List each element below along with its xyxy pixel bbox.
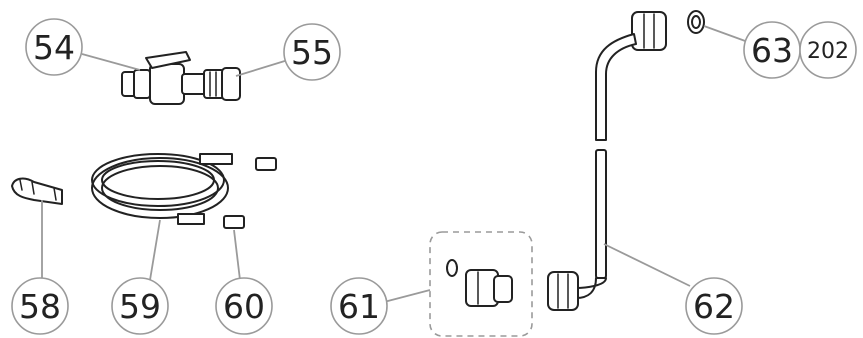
callout-63-label: 63 (751, 31, 793, 70)
leader-55 (235, 59, 289, 77)
callout-62: 62 (685, 277, 743, 335)
callout-59-label: 59 (119, 287, 161, 326)
fitting-detail-box (429, 231, 533, 337)
callout-55: 55 (283, 23, 341, 81)
callout-63: 63 (743, 21, 801, 79)
clip-part (11, 177, 63, 205)
valve-assembly (121, 51, 241, 105)
callout-62-label: 62 (693, 287, 735, 326)
leader-63 (703, 25, 749, 43)
leader-60 (233, 229, 241, 281)
callout-61-label: 61 (338, 287, 380, 326)
coiled-tube-part (91, 153, 233, 225)
hose-assembly-part (547, 11, 667, 311)
callout-202: 202 (799, 21, 857, 79)
leader-54 (81, 53, 141, 71)
leader-61 (383, 289, 431, 303)
callout-202-label: 202 (807, 39, 849, 64)
callout-54: 54 (25, 18, 83, 76)
callout-61: 61 (330, 277, 388, 335)
callout-55-label: 55 (291, 33, 333, 72)
callout-58: 58 (11, 277, 69, 335)
leader-59 (149, 219, 161, 281)
callout-58-label: 58 (19, 287, 61, 326)
washer-part (687, 10, 705, 34)
callout-60: 60 (215, 277, 273, 335)
callout-59: 59 (111, 277, 169, 335)
callout-60-label: 60 (223, 287, 265, 326)
tube-insert-part (223, 157, 277, 229)
callout-54-label: 54 (33, 28, 75, 67)
leader-62 (603, 243, 691, 287)
